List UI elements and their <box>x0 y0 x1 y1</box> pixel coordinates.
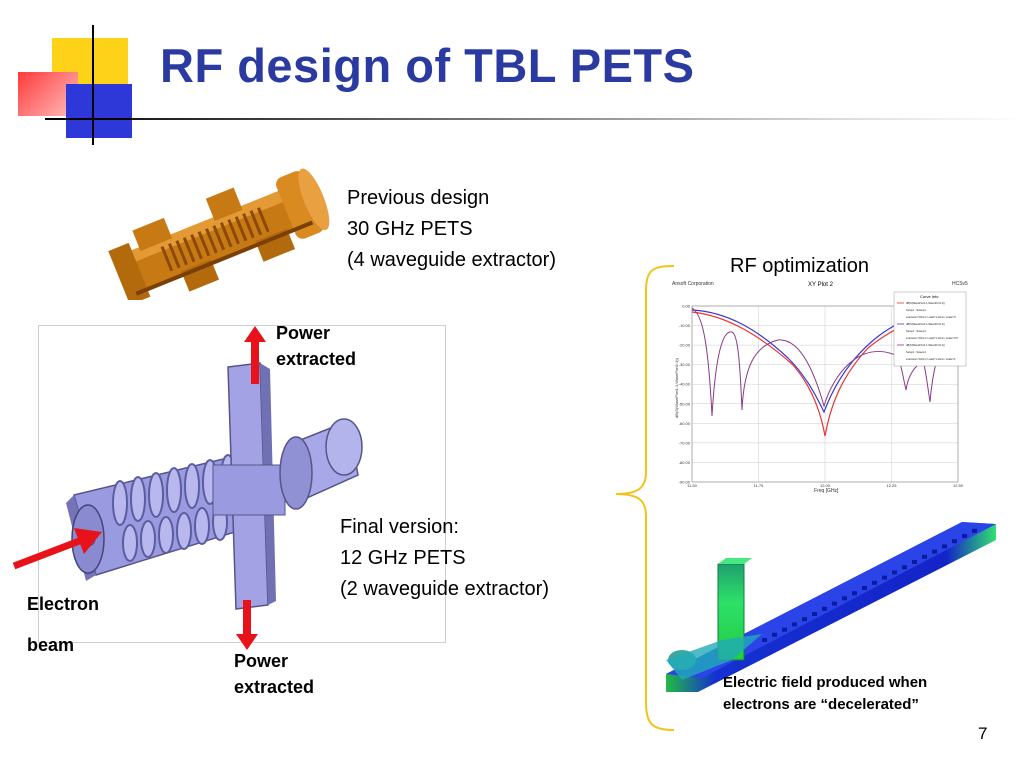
slide-title: RF design of TBL PETS <box>160 39 695 92</box>
rf-optimization-label: RF optimization <box>730 255 869 277</box>
blue-square <box>66 84 132 138</box>
plot-frame <box>691 305 959 483</box>
power-extracted-bottom: Power extracted <box>234 648 314 700</box>
ridge-tooth <box>932 549 937 554</box>
plot-title: XY Plot 2 <box>808 282 834 288</box>
final-line-1: Final version: <box>340 516 459 538</box>
power-arrow-down <box>236 600 258 650</box>
power-top-line-2: extracted <box>276 349 357 369</box>
legend-entry: dB(S(WavePort1:1,WavePort1:1)) <box>906 343 945 347</box>
vertical-line <box>92 25 94 145</box>
x-tick-label: 12.25 <box>886 483 897 488</box>
ridge-tooth <box>892 570 897 575</box>
power-top-line-1: Power <box>276 323 331 343</box>
ridge-tooth <box>772 632 777 637</box>
y-tick-label: -20.00 <box>679 343 691 348</box>
power-extracted-top: Power extracted <box>276 320 356 372</box>
page-number: 7 <box>978 724 988 743</box>
legend-entry: Setup1 : Sweep1 <box>906 350 926 354</box>
plot-header-left: Ansoft Corporation <box>672 281 714 287</box>
electron-beam-arrow <box>12 528 102 570</box>
ridge-tooth <box>822 606 827 611</box>
legend-entry: extension='18mm' Lwall='1.14mm' scale='1… <box>906 357 957 361</box>
y-tick-label: -60.00 <box>679 421 691 426</box>
electric-field-image <box>666 522 996 692</box>
final-version-text: Final version: 12 GHz PETS (2 waveguide … <box>340 512 549 605</box>
y-tick-label: -30.00 <box>679 362 691 367</box>
beam-label: beam <box>27 635 75 655</box>
ridge-tooth <box>952 539 957 544</box>
power-arrow-up <box>244 326 266 384</box>
efield-line-2: electrons are “decelerated” <box>723 696 919 713</box>
horizontal-line <box>45 118 155 120</box>
ridge-tooth <box>912 560 917 564</box>
x-tick-label: 12.50 <box>953 483 964 488</box>
previous-line-1: Previous design <box>347 187 490 209</box>
final-pets-image <box>66 362 363 610</box>
efield-line-1: Electric field produced when <box>723 674 928 691</box>
ridge-tooth <box>812 612 817 616</box>
curve-red <box>691 311 939 437</box>
ridge-tooth <box>922 554 927 559</box>
plot-xlabel: Freq [GHz] <box>814 488 839 494</box>
y-tick-label: -50.00 <box>679 401 691 406</box>
ridge-tooth <box>882 575 887 580</box>
final-line-3: (2 waveguide extractor) <box>340 578 549 600</box>
ridge-tooth <box>862 586 867 590</box>
corner-decoration <box>0 0 160 150</box>
ridge-tooth <box>792 622 797 627</box>
y-tick-label: -90.00 <box>679 480 691 485</box>
title-underline <box>132 118 1024 120</box>
ridge-tooth <box>902 565 907 570</box>
plot-ticks: 0.00 -10.00 -20.00 -30.00 -40.00 -50.00 -60.00… <box>679 304 964 489</box>
ridge-tooth <box>942 544 947 549</box>
power-bottom-line-2: extracted <box>234 677 315 697</box>
x-tick-label: 11.50 <box>687 483 697 488</box>
ridge-tooth <box>832 601 837 606</box>
plot-header-right: HCSv5 <box>952 281 968 287</box>
final-line-2: 12 GHz PETS <box>340 547 466 569</box>
legend-entry: Setup1 : Sweep1 <box>906 329 926 333</box>
curly-bracket <box>615 265 675 731</box>
ridge-tooth <box>842 596 847 601</box>
x-tick-label: 11.75 <box>754 483 764 488</box>
legend-entry: dB(S(WavePort1:1,WavePort1:1)) <box>906 322 945 326</box>
y-tick-label: -40.00 <box>679 382 691 387</box>
y-tick-label: -70.00 <box>679 440 691 445</box>
legend-entry: dB(S(WavePort1:1,WavePort1:1)) <box>906 301 945 305</box>
y-tick-label: 0.00 <box>682 304 691 309</box>
ridge-tooth <box>782 627 787 632</box>
legend-entry: extension='18mm' Lwall='1.14mm' scale='0… <box>906 336 959 340</box>
ridge-tooth <box>872 580 877 585</box>
legend-entry: Setup1 : Sweep1 <box>906 308 926 312</box>
legend-entry: extension='18mm' Lwall='1.14mm' scale='0… <box>906 315 957 319</box>
y-tick-label: -80.00 <box>679 460 691 465</box>
previous-design-text: Previous design 30 GHz PETS (4 waveguide… <box>347 183 556 276</box>
plot-legend: Curve Info dB(S(WavePort1:1,WavePort1:1)… <box>893 291 967 367</box>
s-parameter-plot: Ansoft Corporation XY Plot 2 HCSv5 0.00 -… <box>668 278 970 496</box>
legend-header: Curve Info <box>920 294 939 299</box>
ridge-tooth <box>762 638 767 642</box>
ridge-tooth <box>962 534 967 538</box>
ridge-tooth <box>802 617 807 622</box>
previous-line-2: 30 GHz PETS <box>347 218 473 240</box>
previous-line-3: (4 waveguide extractor) <box>347 249 556 271</box>
ridge-tooth <box>852 591 857 596</box>
curve-blue-1 <box>691 309 939 414</box>
electron-label: Electron <box>27 594 100 614</box>
x-tick-label: 12.00 <box>820 483 831 488</box>
y-tick-label: -10.00 <box>679 323 691 328</box>
previous-pets-image <box>108 168 330 300</box>
ridge-tooth <box>972 528 977 533</box>
power-bottom-line-1: Power <box>234 651 289 671</box>
plot-ylabel: dB(S(WavePort1:1,WavePort1:1)) <box>674 357 679 418</box>
efield-caption: Electric field produced when electrons a… <box>723 672 927 716</box>
